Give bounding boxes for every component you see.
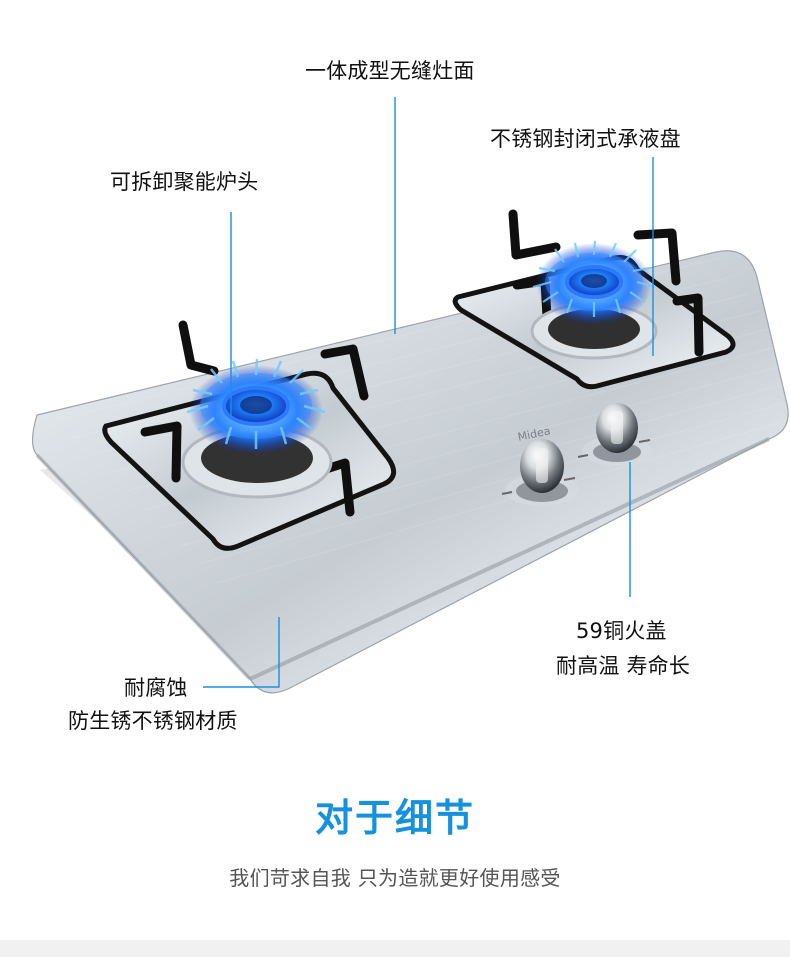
- label-right-lower-line1: 59铜火盖: [576, 619, 667, 643]
- left-burner: [181, 358, 333, 499]
- label-top-center: 一体成型无缝灶面: [305, 59, 475, 83]
- left-knob: [501, 439, 579, 506]
- label-left-lower-line1: 耐腐蚀: [124, 676, 188, 700]
- right-knob: [577, 403, 652, 466]
- section-subline: 我们苛求自我 只为造就更好使用感受: [229, 866, 561, 890]
- section-headline: 对于细节: [314, 796, 475, 840]
- label-top-right: 不锈钢封闭式承液盘: [490, 127, 681, 151]
- right-burner: [530, 240, 658, 360]
- label-left-lower-line2: 防生锈不锈钢材质: [68, 709, 238, 733]
- leader-left-lower: [203, 617, 280, 688]
- bottom-band: [0, 940, 790, 957]
- label-left-upper: 可拆卸聚能炉头: [110, 170, 259, 194]
- label-right-lower-line2: 耐高温 寿命长: [556, 654, 691, 678]
